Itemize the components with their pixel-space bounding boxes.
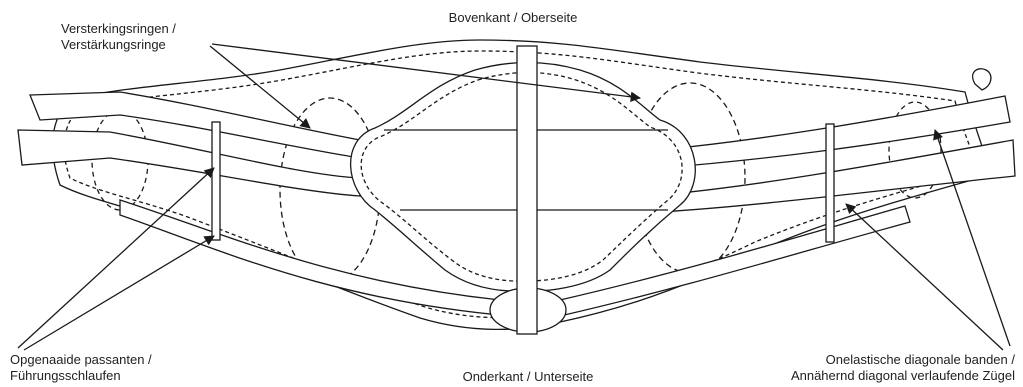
keeper-right <box>825 123 835 243</box>
label-top: Bovenkant / Oberseite <box>448 10 578 25</box>
arrow-strap-2 <box>845 203 1004 351</box>
reinforcement-ring-right <box>634 82 746 274</box>
label-keepers: Opgenaaide passanten / Führungsschlaufen <box>10 352 152 384</box>
label-keepers-line2: Führungsschlaufen <box>10 368 121 383</box>
d-ring-icon <box>971 68 992 91</box>
stitching-outline <box>63 50 979 319</box>
arrow-keeper-1 <box>17 167 215 349</box>
label-rings: Versterkingsringen / Verstärkungsringe <box>61 21 176 53</box>
central-pad-stitching <box>360 71 683 282</box>
label-keepers-line1: Opgenaaide passanten / <box>10 352 152 367</box>
reinforcement-ring-outer-right <box>888 101 942 199</box>
center-vertical-strap <box>516 45 538 335</box>
arrow-keeper-2 <box>23 235 215 351</box>
label-straps: Onelastische diagonale banden / Annähern… <box>791 352 1015 384</box>
arrow-ring-right <box>211 43 642 102</box>
label-straps-line2: Annähernd diagonal verlaufende Zügel <box>790 368 1015 383</box>
label-bottom: Onderkant / Unterseite <box>462 369 594 384</box>
label-rings-line2: Verstärkungsringe <box>61 37 166 52</box>
label-straps-line1: Onelastische diagonale banden / <box>825 352 1015 367</box>
keeper-left <box>211 121 221 241</box>
arrow-ring-left <box>209 45 311 129</box>
label-rings-line1: Versterkingsringen / <box>61 21 176 36</box>
arrow-strap-1 <box>933 129 1011 347</box>
